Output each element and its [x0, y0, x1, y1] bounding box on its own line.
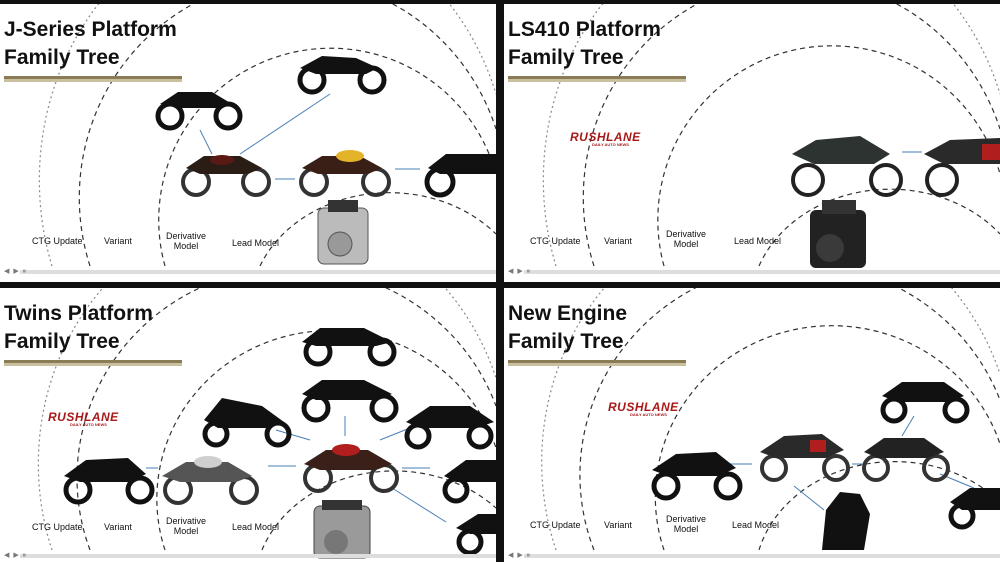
motorcycle-icon [302, 328, 397, 367]
label-ctg-update: CTG Update [32, 522, 83, 532]
motorcycle-icon [424, 154, 496, 198]
progress-bar[interactable] [20, 554, 496, 558]
label-ctg-update: CTG Update [530, 520, 581, 530]
motorcycle-icon [862, 438, 950, 482]
label-lead-model: Lead Model [232, 238, 280, 248]
player-controls[interactable]: ◀ ▶ ⏸ [4, 552, 28, 559]
label-derivative-model: Derivative Model [666, 229, 707, 249]
progress-bar[interactable] [20, 270, 496, 274]
label-derivative-model: Derivative Model [666, 514, 707, 534]
panel-title: LS410 Platform Family Tree [508, 18, 661, 69]
motorcycle-icon [303, 444, 399, 493]
panel-title: Twins Platform Family Tree [4, 302, 153, 353]
label-derivative-model: Derivative Model [166, 516, 207, 536]
logo-text: RUSHLANE [608, 400, 679, 414]
logo-subtext: DAILY AUTO NEWS [592, 142, 629, 147]
motorcycle-icon [162, 456, 259, 505]
family-tree-arcs [38, 4, 496, 267]
label-ctg-update: CTG Update [32, 236, 83, 246]
progress-bar[interactable] [524, 270, 1000, 274]
label-variant: Variant [104, 522, 132, 532]
motorcycle-icon [880, 382, 970, 424]
logo-text: RUSHLANE [48, 410, 119, 424]
title-underline [4, 76, 182, 82]
motorcycle-icon [297, 56, 387, 95]
engine-icon [810, 200, 866, 268]
motorcycle-icon [181, 155, 271, 197]
logo-subtext: DAILY AUTO NEWS [630, 412, 667, 417]
family-tree-arcs [37, 288, 496, 559]
motorcycle-icon [202, 398, 292, 448]
label-lead-model: Lead Model [232, 522, 280, 532]
title-underline [508, 360, 686, 366]
label-variant: Variant [604, 236, 632, 246]
motorcycle-icon [456, 514, 496, 556]
motorcycle-icon [442, 460, 496, 504]
label-derivative-model: Derivative Model [166, 231, 207, 251]
motorcycle-icon [155, 92, 243, 131]
motorcycle-icon [791, 136, 903, 197]
player-controls[interactable]: ◀ ▶ ⏸ [508, 268, 532, 275]
logo-subtext: DAILY AUTO NEWS [70, 422, 107, 427]
engine-icon [822, 492, 870, 550]
motorcycle-icon [948, 488, 1000, 530]
logo-text: RUSHLANE [570, 130, 641, 144]
motorcycle-icon [299, 150, 391, 197]
motorcycle-icon [924, 138, 1000, 197]
motorcycle-icon [63, 458, 155, 505]
family-tree-arcs [541, 288, 1000, 551]
engine-icon [317, 200, 369, 265]
panel-j-series: J-Series Platform Family Tree CTG Update… [0, 4, 496, 282]
title-underline [4, 360, 182, 366]
progress-bar[interactable] [524, 554, 1000, 558]
label-variant: Variant [604, 520, 632, 530]
label-lead-model: Lead Model [734, 236, 782, 246]
player-controls[interactable]: ◀ ▶ ⏸ [508, 552, 532, 559]
motorcycle-icon [760, 434, 850, 482]
label-ctg-update: CTG Update [530, 236, 581, 246]
engine-icon [313, 500, 371, 559]
title-underline [508, 76, 686, 82]
panel-title: New Engine Family Tree [508, 302, 628, 353]
motorcycle-icon [301, 380, 399, 423]
player-controls[interactable]: ◀ ▶ ⏸ [4, 268, 28, 275]
family-tree-arcs [542, 4, 1000, 268]
motorcycle-icon [404, 406, 494, 450]
label-lead-model: Lead Model [732, 520, 780, 530]
motorcycle-icon [651, 452, 743, 501]
panel-title: J-Series Platform Family Tree [4, 18, 177, 69]
label-variant: Variant [104, 236, 132, 246]
